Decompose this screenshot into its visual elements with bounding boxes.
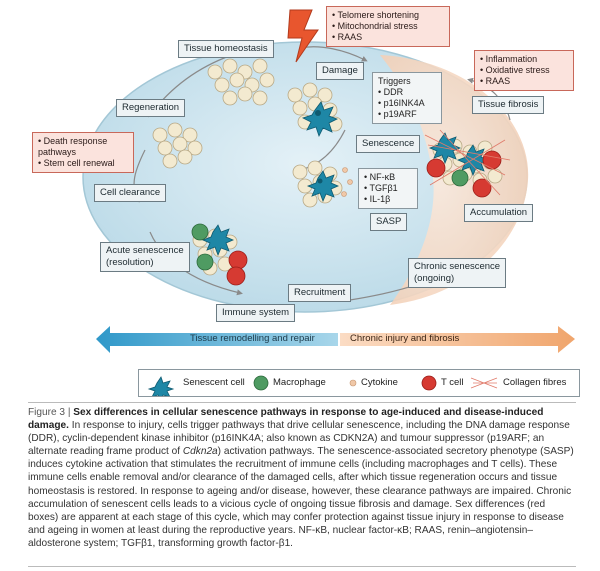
legend-collagen-fibres: Collagen fibres — [503, 377, 567, 388]
clearance-note: Stem cell renewal — [38, 158, 128, 169]
sasp-factor: TGFβ1 — [364, 183, 412, 194]
regenerating-cells — [152, 122, 203, 169]
trigger-item: p16INK4A — [378, 98, 436, 109]
label-sasp: SASP — [370, 213, 408, 231]
label-accumulation: Accumulation — [464, 204, 534, 222]
figure-number: Figure 3 | — [28, 407, 71, 418]
acute-senescence-cluster — [191, 223, 248, 286]
caption-bottom-rule — [28, 566, 576, 567]
label-immune-system: Immune system — [216, 304, 296, 322]
sasp-factors-box: NF-κB TGFβ1 IL-1β — [358, 168, 418, 209]
figure-caption: Figure 3 | Sex differences in cellular s… — [28, 406, 576, 550]
legend-senescent-cell: Senescent cell — [183, 377, 245, 388]
t-cell-icon — [421, 375, 437, 391]
legend-swatches — [147, 375, 498, 396]
damage-cause: Mitochondrial stress — [332, 21, 444, 32]
fibrosis-cause: RAAS — [480, 76, 568, 87]
healthy-cells-homeostasis — [207, 58, 275, 106]
arrow-left-shape — [96, 326, 338, 353]
label-senescence: Senescence — [356, 135, 421, 153]
fibrosis-cause: Inflammation — [480, 54, 568, 65]
collagen-fibres-icon — [470, 377, 498, 389]
label-regeneration: Regeneration — [116, 99, 186, 117]
caption-body-2: ) activation pathways. The senescence-as… — [28, 446, 574, 549]
legend-cytokine: Cytokine — [361, 377, 398, 388]
clearance-notes-box: Death response pathways Stem cell renewa… — [32, 132, 134, 173]
label-cell-clearance: Cell clearance — [94, 184, 167, 202]
cytokine-icon — [349, 379, 357, 387]
fibrosis-cause: Oxidative stress — [480, 65, 568, 76]
senescent-cell-sasp — [306, 167, 353, 203]
trigger-item: DDR — [378, 87, 436, 98]
label-chronic-senescence: Chronic senescence (ongoing) — [408, 258, 507, 288]
clearance-note: Death response pathways — [38, 136, 128, 158]
label-acute-senescence: Acute senescence (resolution) — [100, 242, 190, 272]
accumulation-cluster — [424, 129, 511, 198]
damage-cause: RAAS — [332, 32, 444, 43]
sasp-factor: NF-κB — [364, 172, 412, 183]
label-recruitment: Recruitment — [288, 284, 352, 302]
fibrosis-causes-box: Inflammation Oxidative stress RAAS — [474, 50, 574, 91]
damage-cause: Telomere shortening — [332, 10, 444, 21]
label-tissue-fibrosis: Tissue fibrosis — [472, 96, 545, 114]
legend-macrophage: Macrophage — [273, 377, 326, 388]
macrophage-icon — [253, 375, 269, 391]
caption-body-1: In response to injury, cells trigger pat… — [28, 420, 570, 458]
caption-top-rule — [28, 402, 576, 403]
triggers-box: Triggers DDR p16INK4A p19ARF — [372, 72, 442, 124]
legend-t-cell: T cell — [441, 377, 464, 388]
damage-causes-box: Telomere shortening Mitochondrial stress… — [326, 6, 450, 47]
arrow-right-shape — [340, 326, 575, 353]
senescent-cell-main — [301, 101, 338, 138]
label-damage: Damage — [316, 62, 364, 80]
senescence-cycle-diagram: Telomere shortening Mitochondrial stress… — [0, 0, 600, 400]
arrow-right-label: Chronic injury and fibrosis — [350, 333, 460, 344]
collagen-fibres-cluster — [424, 129, 511, 196]
triggers-title: Triggers — [378, 76, 411, 86]
label-tissue-homeostasis: Tissue homeostasis — [178, 40, 274, 58]
legend: Senescent cell Macrophage Cytokine T cel… — [138, 369, 580, 397]
figure-title: Sex differences in cellular senescence p… — [28, 407, 544, 432]
trigger-item: p19ARF — [378, 109, 436, 120]
senescent-cell-icon — [147, 376, 175, 396]
arrow-left-label: Tissue remodelling and repair — [190, 333, 315, 344]
lightning-bolt-icon — [287, 9, 319, 63]
sasp-factor: IL-1β — [364, 194, 412, 205]
caption-gene: Cdkn2a — [182, 446, 218, 458]
